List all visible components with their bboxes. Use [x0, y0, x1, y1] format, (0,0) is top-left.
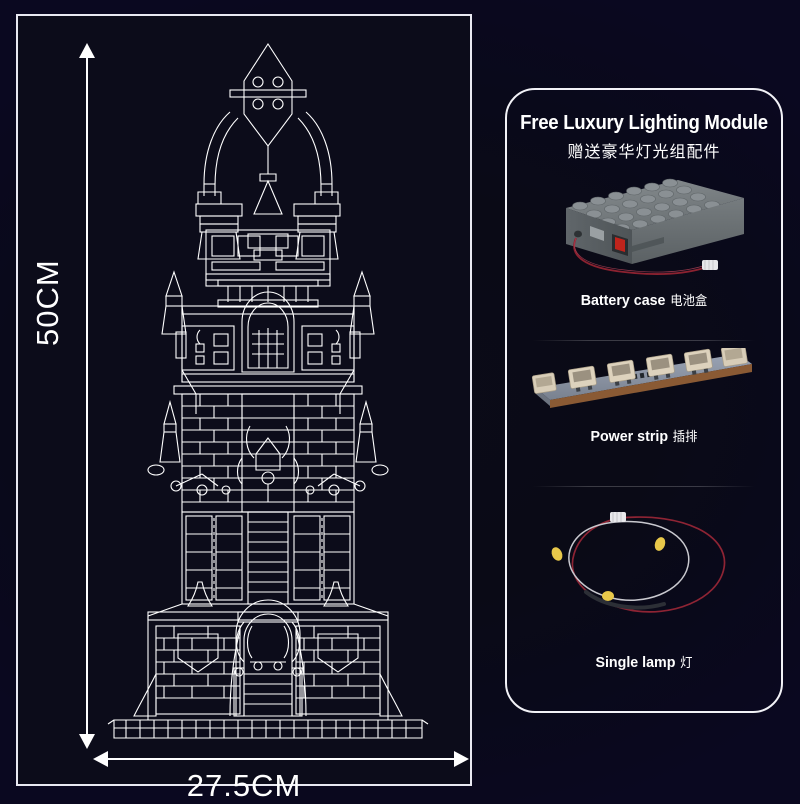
arrow-right-icon: [454, 751, 469, 767]
battery-case-label-cn: 电池盒: [670, 293, 708, 308]
upper-towers: [195, 203, 341, 260]
castle-line-art: [78, 34, 458, 746]
single-lamp-label-cn: 灯: [680, 655, 693, 670]
lower-tower: [181, 511, 355, 607]
single-lamp-illustration: [551, 512, 726, 613]
lighting-module-title: Free Luxury Lighting Module: [520, 112, 768, 134]
arrow-up-icon: [79, 43, 95, 58]
lamp-connector: [610, 512, 626, 522]
power-strip-sockets[interactable]: [531, 348, 748, 394]
mid-side-pinnacles: [147, 399, 389, 496]
height-dimension-label: 50CM: [30, 259, 65, 346]
item-single-lamp: Single lamp 灯: [507, 496, 781, 671]
product-dimension-panel: 50CM 27.5CM: [16, 14, 472, 803]
lamp-wire-red: [571, 516, 726, 613]
lamp-led-beads: [551, 537, 666, 601]
battery-case-illustration: [566, 178, 744, 275]
width-dimension-label: 27.5CM: [186, 768, 302, 803]
battery-dc-port: [574, 230, 582, 238]
battery-power-switch[interactable]: [615, 237, 625, 252]
mid-tower-masonry: [173, 385, 363, 513]
power-strip-label-cn: 插排: [672, 429, 698, 444]
baseplate: [107, 719, 429, 739]
arrow-left-icon: [93, 751, 108, 767]
lighting-module-panel: Free Luxury Lighting Module 赠送豪华灯光组配件: [505, 88, 783, 713]
single-lamp-label-en: Single lamp: [595, 654, 676, 671]
battery-front-face: [632, 198, 744, 264]
base-platform: [133, 603, 403, 721]
power-strip-illustration: [531, 348, 752, 408]
width-dimension-line: [93, 751, 469, 767]
battery-wire: [573, 237, 705, 275]
battery-wire-connector: [702, 260, 718, 270]
crest-banner: [229, 42, 307, 215]
power-strip-label-en: Power strip: [590, 428, 669, 445]
buttress-arms: [197, 111, 339, 205]
section-divider-2: [533, 486, 755, 487]
battery-case-label-en: Battery case: [580, 292, 666, 309]
grand-entrance: [233, 599, 303, 717]
battery-label-slot: [590, 226, 604, 241]
battery-seam-line: [632, 237, 664, 252]
single-lamp-caption: Single lamp 灯: [514, 652, 774, 671]
section-divider-1: [533, 340, 755, 341]
main-arched-window-section: [175, 291, 361, 414]
item-battery-case: Battery case 电池盒: [507, 164, 781, 309]
lamp-wire-white: [568, 520, 690, 601]
arrow-down-icon: [79, 734, 95, 749]
battery-case-caption: Battery case 电池盒: [514, 290, 774, 309]
pcb-copper-edge: [550, 364, 752, 408]
lighting-module-subtitle: 赠送豪华灯光组配件: [567, 144, 721, 161]
height-dimension-line: [79, 43, 95, 749]
upper-facade: [205, 229, 331, 308]
lamp-wire-sleeve: [584, 590, 666, 610]
